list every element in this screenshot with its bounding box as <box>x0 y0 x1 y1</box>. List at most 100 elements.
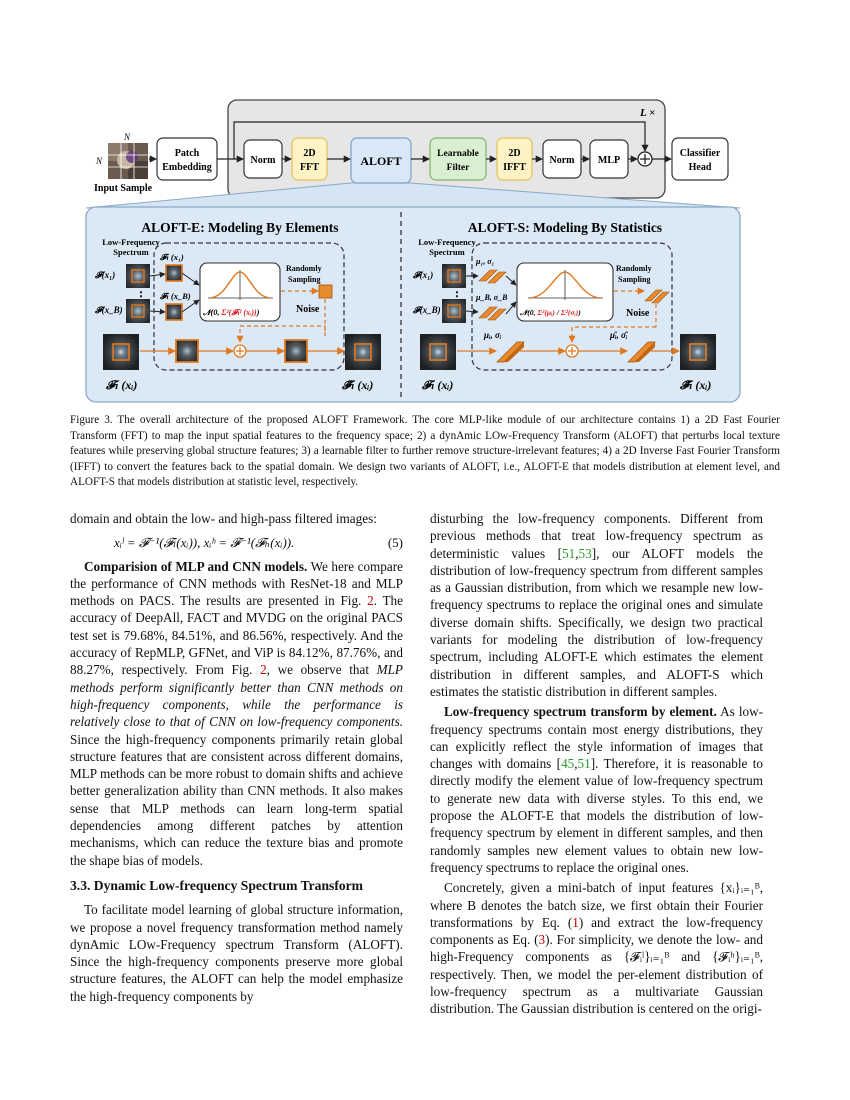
aloft-e-spectrum-xb <box>126 299 150 323</box>
right-p2-a: Concretely, given a mini-batch of input … <box>430 880 763 930</box>
input-sample-label: Input Sample <box>94 183 153 194</box>
svg-text:MLP: MLP <box>598 155 620 166</box>
run-in-head-lowfreq: Low-frequency spectrum transform by elem… <box>444 704 717 720</box>
aloft-s-dashed-region <box>471 242 673 371</box>
aloft-s-noise-bars <box>644 289 670 304</box>
left-p1-emphasis: MLP methods perform significantly better… <box>70 662 403 730</box>
fig-ref-link[interactable]: 2 <box>260 662 267 678</box>
aloft-s-f-x1: 𝓕(x₁) <box>412 270 433 280</box>
svg-text:FFT: FFT <box>300 162 319 173</box>
architecture-figure: L × N N Input Sample Patch Embedding Nor… <box>85 99 741 403</box>
svg-text:2D: 2D <box>303 148 315 159</box>
pipeline-box-aloft: ALOFT <box>350 137 412 184</box>
equation-5-number: (5) <box>387 535 403 551</box>
right-column: disturbing the low-frequency components.… <box>430 510 763 1018</box>
svg-text:2D: 2D <box>508 148 520 159</box>
aloft-e-lowfreq-crop-xb <box>131 304 145 318</box>
citation-link[interactable]: 51 <box>562 545 576 561</box>
eq-ref-link[interactable]: 3 <box>538 932 546 948</box>
section-heading-3-3: 3.3. Dynamic Low-frequency Spectrum Tran… <box>70 877 363 893</box>
aloft-e-noise-square <box>318 284 333 299</box>
aloft-e-arrows-in <box>149 271 200 315</box>
aloft-e-noise-label: Noise <box>296 304 320 315</box>
svg-text:Head: Head <box>689 162 712 173</box>
aloft-e-output-crop <box>354 343 372 361</box>
aloft-e-f-xb: 𝓕(x_B) <box>94 305 123 315</box>
aloft-s-gaussian-curve <box>528 270 603 300</box>
aloft-e-spectrum-label: Low-Frequency <box>102 237 160 247</box>
pipeline-box-head: Classifier Head <box>671 137 729 181</box>
cite-sep: , <box>574 756 578 772</box>
aloft-e-sampling-label-2: Sampling <box>288 275 320 284</box>
svg-text:Filter: Filter <box>447 163 470 173</box>
aloft-s-add-icon <box>565 344 579 358</box>
aloft-e-normal-formula: 𝒩(0, Σ²(𝓕ₗᴵ (xᵢ))) <box>202 308 260 317</box>
fig-ref-link[interactable]: 2 <box>367 593 374 609</box>
aloft-s-sampling-label: Randomly <box>616 264 652 273</box>
aloft-e-mid-crop-2 <box>284 339 308 363</box>
right-p0: disturbing the low-frequency components.… <box>430 510 763 700</box>
left-p1-a: We here compare the performance of CNN m… <box>70 558 403 609</box>
aloft-s-normal-formula: 𝒩(0, Σ²(μᵢ) / Σ²(σᵢ)) <box>519 308 581 317</box>
svg-text:Learnable: Learnable <box>437 149 479 159</box>
aloft-e-fl-x1: 𝓕ₗ (x₁) <box>159 252 184 262</box>
aloft-e-crop-x1 <box>165 264 183 282</box>
right-p2-b: ) and extract the low-frequency componen… <box>430 914 764 948</box>
aloft-e-mid-crop-1 <box>175 339 199 363</box>
aloft-s-output-spectrum <box>680 334 716 370</box>
aloft-e-f-x1: 𝓕(x₁) <box>94 270 115 280</box>
pipeline-box-fft: 2D FFT <box>291 137 328 181</box>
left-p1: Comparision of MLP and CNN models. We he… <box>70 558 403 869</box>
aloft-s-lowfreq-crop-xb <box>447 304 461 318</box>
aloft-s-input-label: 𝓕ₗ (xᵢ) <box>421 378 453 392</box>
aloft-e-input-label: 𝓕ₗ (xᵢ) <box>105 378 137 392</box>
left-p0: domain and obtain the low- and high-pass… <box>70 511 377 526</box>
aloft-e-input-crop <box>112 343 130 361</box>
right-p0-a: disturbing the low-frequency components.… <box>430 511 763 561</box>
aloft-s-spectrum-label-2: Spectrum <box>429 247 464 257</box>
citation-link[interactable]: 45 <box>561 756 575 772</box>
figure-caption: Figure 3. The overall architecture of th… <box>70 414 780 489</box>
aloft-e-lowfreq-crop-x1 <box>131 269 145 283</box>
right-p1: Low-frequency spectrum transform by elem… <box>430 703 763 876</box>
aloft-s-spectrum-xb <box>442 299 466 323</box>
aloft-e-crop-xb <box>165 303 183 321</box>
aloft-e-dashed-region <box>153 242 345 371</box>
aloft-s-arrows-in <box>465 273 517 315</box>
aloft-s-title: ALOFT-S: Modeling By Statistics <box>468 220 662 235</box>
aloft-e-add-icon <box>233 344 247 358</box>
svg-text:IFFT: IFFT <box>503 162 526 173</box>
aloft-s-sampling-label-2: Sampling <box>618 275 650 284</box>
aloft-e-output-spectrum <box>345 334 381 370</box>
svg-text:Norm: Norm <box>550 155 576 166</box>
svg-text:Norm: Norm <box>251 155 277 166</box>
loop-label: L × <box>639 107 655 119</box>
aloft-s-mu-i: μᵢ, σᵢ <box>483 330 502 340</box>
citation-link[interactable]: 53 <box>578 545 592 561</box>
aloft-s-stat-bar-hat <box>627 341 656 363</box>
aloft-s-mu-hat: μ̂ᵢ, σ̂ᵢ <box>609 330 629 340</box>
svg-text:Classifier: Classifier <box>680 148 721 159</box>
pipeline-box-mlp: MLP <box>589 139 629 179</box>
aloft-s-spectrum-x1 <box>442 264 466 288</box>
aloft-e-noise-path <box>236 325 326 343</box>
citation-link[interactable]: 51 <box>577 756 591 772</box>
right-p2: Concretely, given a mini-batch of input … <box>430 879 763 1017</box>
equation-5: xᵢˡ = 𝓕⁻¹(𝓕ₗ(xᵢ)), xᵢʰ = 𝓕⁻¹(𝓕ₕ(xᵢ)). (5… <box>70 527 403 557</box>
aloft-s-output-label: 𝓕̂ₗ (xᵢ) <box>679 378 711 392</box>
aloft-s-input-crop <box>429 343 447 361</box>
left-column: domain and obtain the low- and high-pass… <box>70 510 403 1005</box>
residual-add-icon <box>637 151 653 167</box>
aloft-e-spectrum-x1 <box>126 264 150 288</box>
aloft-s-input-spectrum <box>420 334 456 370</box>
aloft-s-mub: μ_B, σ_B <box>475 293 508 302</box>
aloft-e-input-spectrum <box>103 334 139 370</box>
right-p2-c: ). For simplicity, we denote the low- an… <box>430 932 763 1017</box>
eq-ref-link[interactable]: 1 <box>572 914 579 930</box>
right-p1-a: As low-frequency spectrums contain most … <box>430 704 763 772</box>
svg-text:Embedding: Embedding <box>162 162 211 173</box>
svg-text:Patch: Patch <box>175 148 200 159</box>
pipeline-box-ifft: 2D IFFT <box>496 137 533 181</box>
aloft-s-stat-bar-b <box>478 306 507 321</box>
